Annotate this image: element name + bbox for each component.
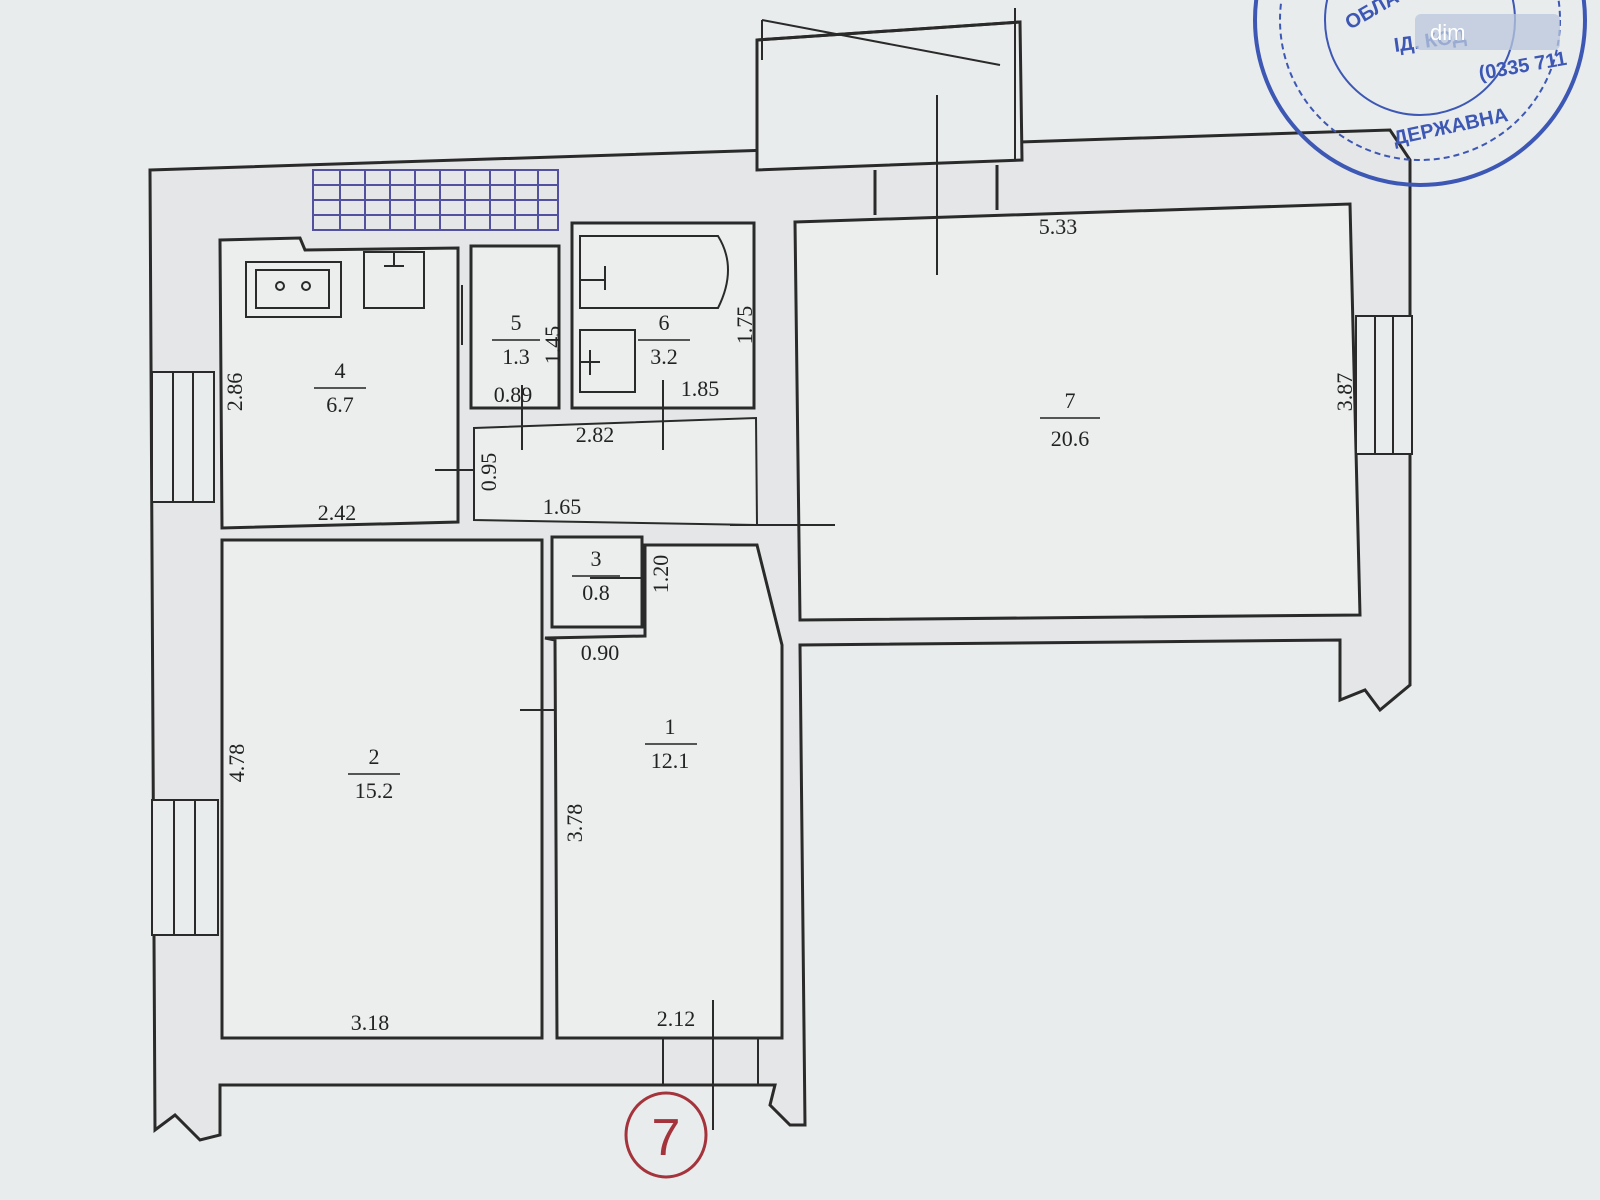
room-7: [793, 202, 1362, 622]
stamp-text: (0335 711: [1477, 48, 1568, 85]
dimension-label: 4.78: [224, 744, 249, 783]
dimension-label: 1.75: [732, 306, 757, 345]
dimension-label: 1.20: [648, 555, 673, 594]
room-label-4: 4 6.7: [314, 358, 366, 417]
stamp-text: ДЕРЖАВНА: [1391, 104, 1510, 150]
dimension-label: 2.12: [657, 1006, 696, 1031]
corridor: [473, 416, 759, 527]
stove-icon: [245, 261, 342, 318]
dimension-label: 1.65: [543, 494, 582, 519]
dimension-label: 2.86: [222, 373, 247, 412]
handwritten-mark: 7: [624, 1091, 708, 1179]
basin-icon: [579, 329, 636, 393]
dimension-label: 2.42: [318, 500, 357, 525]
room-6: [570, 221, 756, 410]
room-4: [218, 236, 460, 530]
room-label-5: 5 1.3: [492, 310, 540, 369]
kitchen-side-window: [151, 371, 215, 503]
room-number: 2: [369, 744, 380, 769]
watermark-badge: dim: [1415, 14, 1560, 50]
room-7-window: [1355, 315, 1413, 455]
dimension-label: 1.45: [540, 326, 565, 365]
room-number: 3: [591, 546, 602, 571]
kitchen-window: [312, 169, 559, 231]
dimension-label: 3.18: [351, 1010, 390, 1035]
watermark-text: dim: [1430, 20, 1465, 45]
room-3: [550, 535, 644, 629]
room-number: 4: [335, 358, 346, 383]
handwritten-number: 7: [652, 1109, 681, 1167]
room-area: 12.1: [651, 748, 690, 773]
room-2-window: [151, 799, 219, 936]
sink-icon: [363, 251, 425, 309]
room-5: [469, 244, 561, 410]
room-area: 6.7: [326, 392, 354, 417]
room-area: 20.6: [1051, 426, 1090, 451]
room-area: 0.8: [582, 580, 610, 605]
dimension-label: 2.82: [576, 422, 615, 447]
dimension-label: 0.89: [494, 382, 533, 407]
room-area: 3.2: [650, 344, 678, 369]
dimension-label: 0.90: [581, 640, 620, 665]
room-area: 1.3: [502, 344, 530, 369]
room-label-2: 2 15.2: [348, 744, 400, 803]
room-label-6: 6 3.2: [638, 310, 690, 369]
dimension-label: 3.78: [562, 804, 587, 843]
room-number: 6: [659, 310, 670, 335]
room-2: [220, 538, 544, 1040]
room-label-7: 7 20.6: [1040, 388, 1100, 451]
dimension-label: 0.95: [476, 453, 501, 492]
dimension-label: 3.87: [1332, 373, 1357, 412]
room-number: 5: [511, 310, 522, 335]
room-area: 15.2: [355, 778, 394, 803]
dimension-label: 5.33: [1039, 214, 1078, 239]
room-number: 7: [1065, 388, 1076, 413]
room-1: [544, 543, 784, 1040]
balcony-line: [756, 20, 1021, 42]
room-label-3: 3 0.8: [572, 546, 620, 605]
room-label-1: 1 12.1: [645, 714, 697, 773]
dimension-label: 1.85: [681, 376, 720, 401]
bathtub-icon: [579, 235, 729, 309]
balcony-line: [761, 19, 1001, 66]
room-number: 1: [665, 714, 676, 739]
